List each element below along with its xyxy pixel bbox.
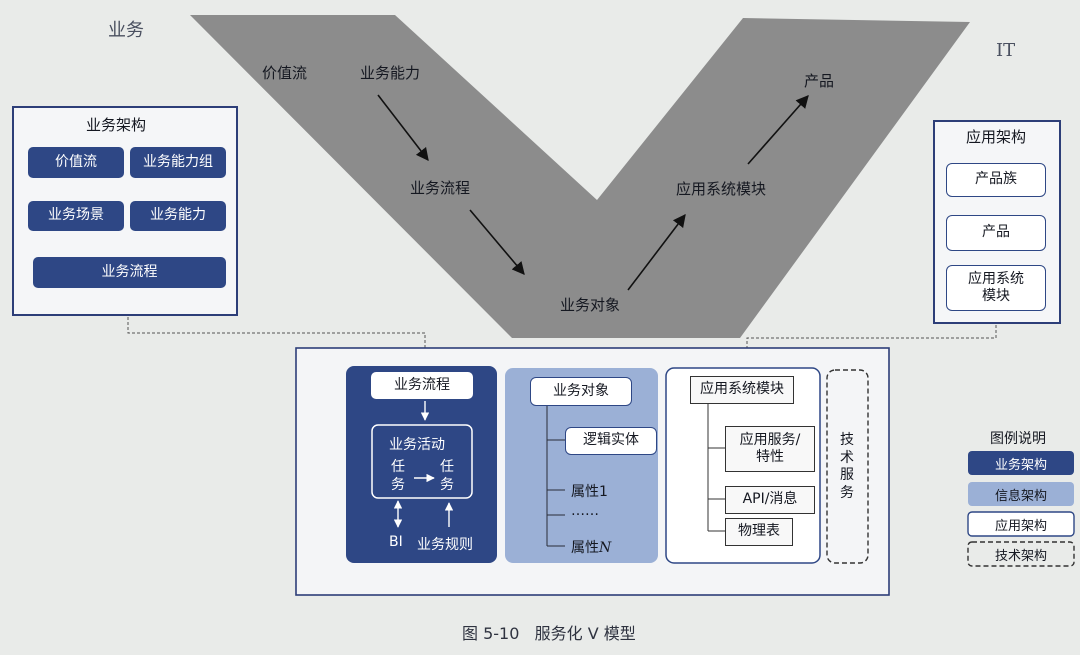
bottom-attr-last: 属性N bbox=[571, 537, 611, 557]
activity-box bbox=[371, 424, 473, 499]
bottom-app-module: 应用系统模块 bbox=[690, 376, 794, 404]
legend-swatch-application bbox=[967, 511, 1075, 537]
legend-technology: 技术架构 bbox=[994, 548, 1047, 564]
legend-swatch-business bbox=[968, 451, 1074, 475]
app-module: 应用系统 模块 bbox=[946, 265, 1046, 311]
bottom-process: 业务流程 bbox=[370, 371, 474, 400]
biz-scenario: 业务场景 bbox=[28, 201, 124, 231]
bottom-object: 业务对象 bbox=[530, 377, 632, 406]
bottom-physical: 物理表 bbox=[725, 518, 793, 546]
biz-arch-title: 业务架构 bbox=[86, 116, 147, 134]
column-technology bbox=[826, 369, 869, 564]
v-arrow-module-to-product bbox=[747, 95, 809, 165]
biz-capability-group: 业务能力组 bbox=[130, 147, 226, 178]
legend-title: 图例说明 bbox=[990, 431, 1046, 447]
app-arch-title: 应用架构 bbox=[966, 128, 1027, 146]
v-arrow-object-to-module bbox=[627, 213, 686, 291]
v-label-app-module: 应用系统模块 bbox=[676, 180, 767, 198]
v-label-process: 业务流程 bbox=[410, 179, 471, 197]
bottom-activity: 业务活动 bbox=[389, 437, 445, 453]
v-arrow-capability-to-process bbox=[377, 94, 429, 162]
v-label-object: 业务对象 bbox=[560, 296, 621, 314]
app-product-family: 产品族 bbox=[946, 163, 1046, 197]
bottom-tech-service: 技 术 服 务 bbox=[840, 432, 854, 501]
bottom-task-a: 任 务 bbox=[391, 459, 405, 493]
column-information bbox=[505, 368, 658, 563]
v-label-capability: 业务能力 bbox=[360, 64, 421, 82]
corner-it-label: IT bbox=[996, 40, 1016, 61]
legend-swatch-information bbox=[968, 482, 1074, 506]
bottom-task-b: 任 务 bbox=[440, 459, 454, 493]
legend-information: 信息架构 bbox=[994, 488, 1047, 504]
v-arrow-process-to-object bbox=[469, 209, 525, 275]
legend-application: 应用架构 bbox=[994, 518, 1047, 534]
legend-business: 业务架构 bbox=[994, 457, 1047, 473]
v-shape bbox=[190, 15, 970, 338]
biz-process: 业务流程 bbox=[33, 257, 226, 288]
bottom-attr-first: 属性1 bbox=[571, 484, 608, 500]
bottom-attr-dots: …… bbox=[571, 503, 599, 519]
corner-business-label: 业务 bbox=[108, 20, 144, 41]
bottom-attr-last-var: N bbox=[599, 540, 612, 556]
figure-caption: 图 5-10 服务化 V 模型 bbox=[462, 624, 636, 643]
v-label-product: 产品 bbox=[804, 72, 835, 90]
legend-swatch-technology bbox=[967, 541, 1075, 567]
bottom-app-service: 应用服务/ 特性 bbox=[725, 426, 815, 472]
app-product: 产品 bbox=[946, 215, 1046, 251]
bottom-api: API/消息 bbox=[725, 486, 815, 514]
column-business bbox=[346, 366, 497, 563]
v-label-value-stream: 价值流 bbox=[262, 64, 308, 82]
biz-capability: 业务能力 bbox=[130, 201, 226, 231]
biz-value-stream: 价值流 bbox=[28, 147, 124, 178]
bottom-attr-last-prefix: 属性 bbox=[571, 540, 599, 556]
bottom-bi: BI bbox=[389, 534, 403, 550]
bottom-rules: 业务规则 bbox=[417, 537, 473, 553]
bottom-entity: 逻辑实体 bbox=[565, 427, 657, 455]
